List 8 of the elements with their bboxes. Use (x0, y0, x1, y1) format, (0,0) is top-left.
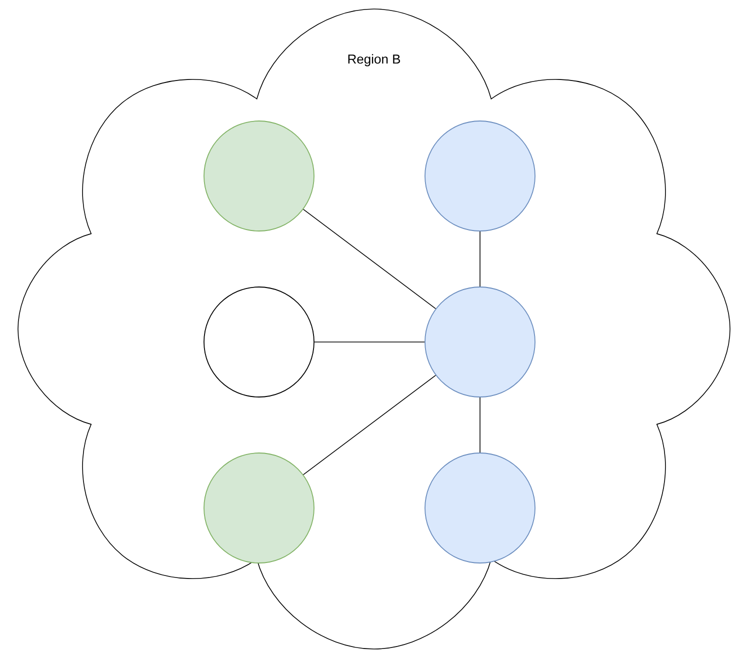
circle-node (204, 452, 314, 564)
circle-node (424, 452, 536, 564)
connector-line (302, 208, 436, 310)
circle-node (204, 286, 314, 398)
circle-node (424, 286, 536, 398)
circle-node (424, 120, 536, 232)
connector-line (302, 374, 436, 476)
circle-node (204, 120, 314, 232)
